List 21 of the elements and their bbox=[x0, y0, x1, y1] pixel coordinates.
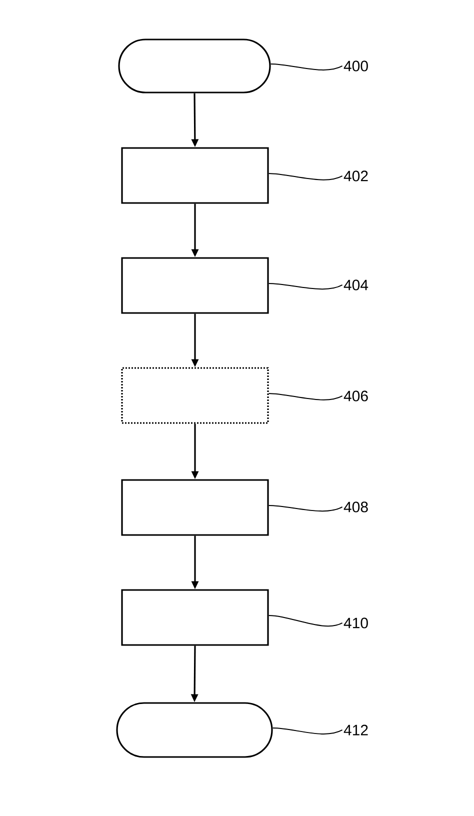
process-box bbox=[121, 479, 269, 536]
leader-line bbox=[268, 283, 343, 290]
terminal-shape bbox=[116, 702, 273, 758]
leader-line bbox=[270, 64, 343, 70]
leader-line bbox=[268, 615, 343, 627]
process-box bbox=[121, 367, 269, 424]
leader-line bbox=[272, 728, 343, 734]
process-box bbox=[121, 589, 269, 646]
callout-number: 400 bbox=[344, 60, 368, 72]
callout-number: 410 bbox=[344, 618, 368, 628]
terminal-shape bbox=[118, 38, 271, 94]
callout-number: 402 bbox=[344, 170, 368, 182]
callout-number: 412 bbox=[344, 724, 368, 736]
callout-number: 408 bbox=[344, 502, 368, 512]
process-box bbox=[121, 257, 269, 314]
callout-number: 404 bbox=[344, 280, 368, 290]
leader-line bbox=[268, 505, 343, 512]
leader-line bbox=[268, 173, 343, 180]
callout-number: 406 bbox=[344, 390, 368, 402]
process-box bbox=[121, 147, 269, 204]
leader-line bbox=[268, 393, 343, 400]
